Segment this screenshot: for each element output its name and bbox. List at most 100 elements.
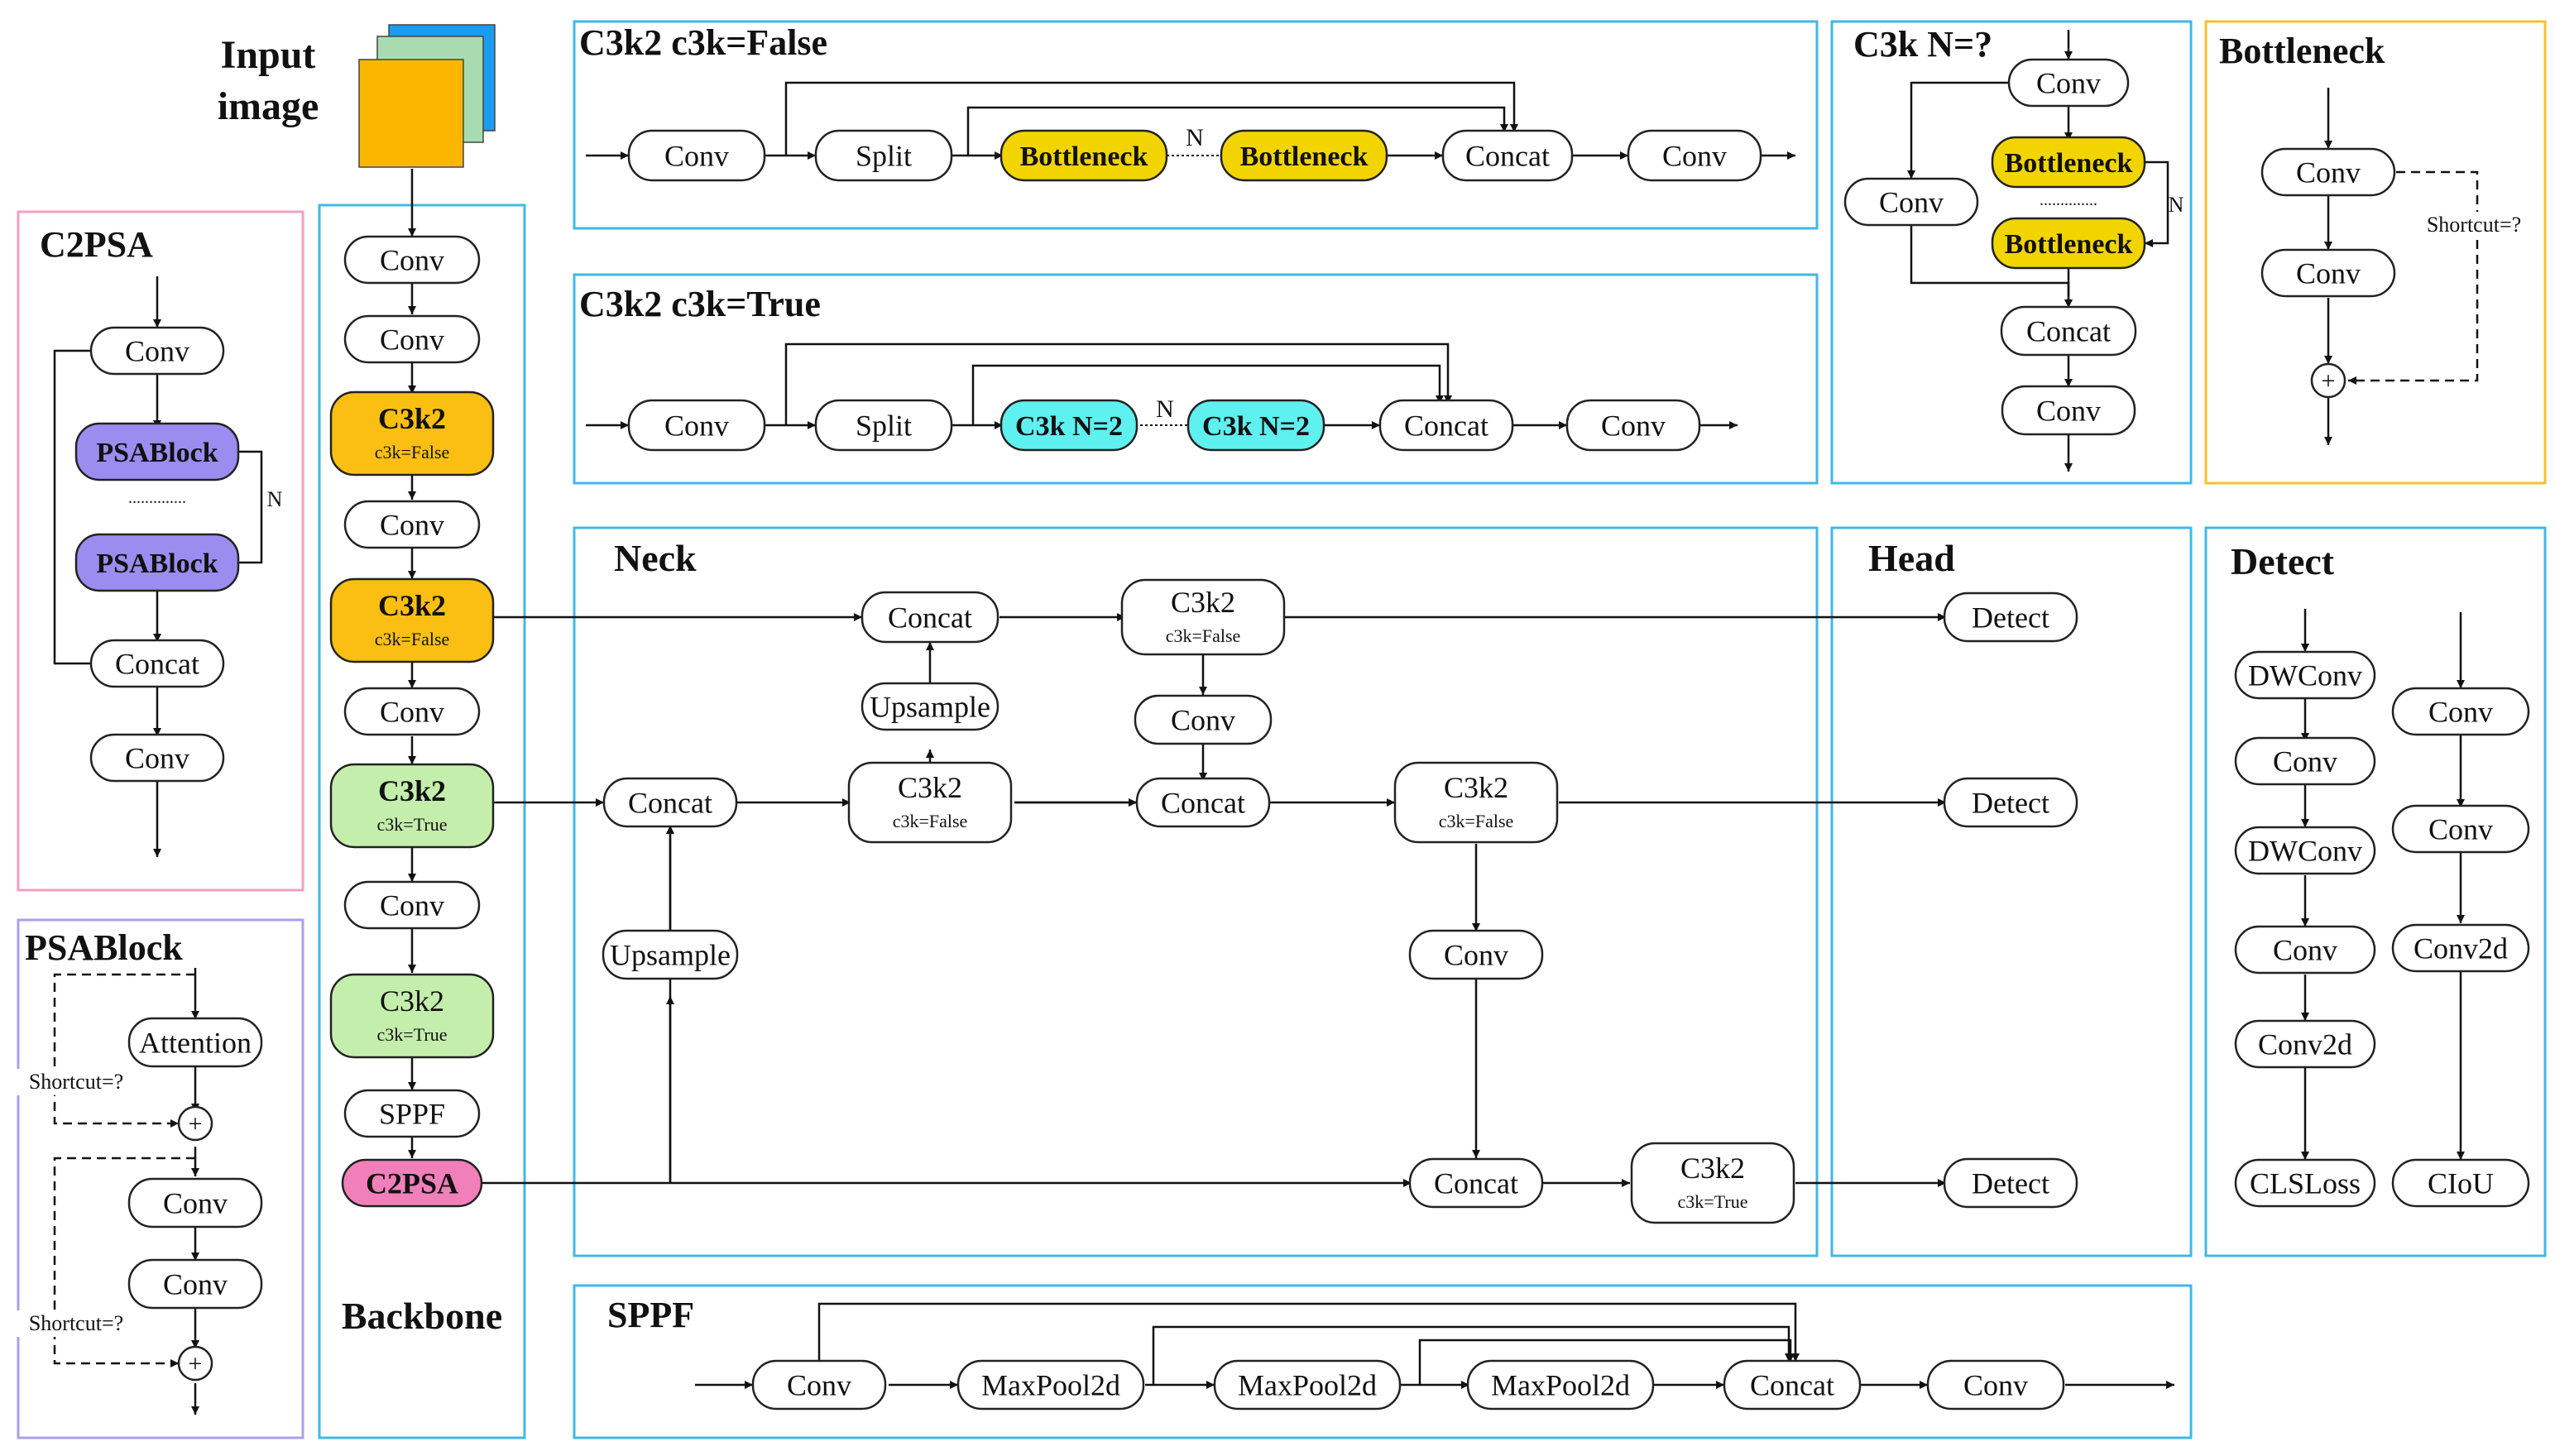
- neck-c3k2-4-shape: [1630, 1142, 1795, 1224]
- c3k2t-concat: Concat: [1378, 399, 1514, 452]
- neck-c3k2-1-sublabel: c3k=False: [1166, 625, 1241, 646]
- neck-concat-1-shape: [860, 591, 999, 644]
- c3k2t-c3k-2-label: C3k N=2: [1202, 411, 1310, 442]
- edge: [2145, 160, 2169, 247]
- c3k-conv-2-label: Conv: [2036, 395, 2101, 428]
- edge: [1907, 81, 2009, 179]
- c3k-conv-side-shape: [1843, 177, 1979, 227]
- neck-concat-1: Concat: [860, 591, 999, 644]
- c2psa-conv-1: Conv: [89, 326, 225, 376]
- neck-c3k2-1-shape: [1120, 578, 1286, 656]
- panel-backbone: [318, 204, 526, 1439]
- backbone-c3k2-1-shape: [329, 390, 495, 477]
- annot-n-c2psa: N: [267, 487, 283, 511]
- c3k2f-bottleneck-2: Bottleneck: [1220, 129, 1388, 182]
- c3k2t-c3k-1-shape: [999, 399, 1138, 452]
- title-psablock: PSABlock: [25, 927, 183, 968]
- backbone-c3k2-4-sublabel: c3k=True: [377, 1024, 448, 1045]
- neck-conv-1-label: Conv: [1171, 704, 1235, 737]
- c3k2t-concat-label: Concat: [1404, 410, 1488, 443]
- bottleneck-add: +: [2310, 362, 2346, 399]
- neck-conv-1: Conv: [1134, 694, 1273, 745]
- annot-shortcut-bottleneck: Shortcut=?: [2427, 213, 2521, 237]
- c3k2t-c3k-1-label: C3k N=2: [1015, 411, 1123, 442]
- c3k-bottleneck-1-label: Bottleneck: [2005, 148, 2133, 179]
- annot-shortcut-psablock-2: Shortcut=?: [29, 1311, 123, 1335]
- sppf-conv-2-shape: [1926, 1359, 2065, 1410]
- sppf-maxpool-3: MaxPool2d: [1466, 1359, 1655, 1410]
- annot-dots-c3k: ..............: [2040, 191, 2097, 209]
- c2psa-psablock-1: PSABlock: [74, 422, 240, 481]
- psablock-conv-2-label: Conv: [163, 1268, 228, 1301]
- sppf-concat-shape: [1723, 1359, 1862, 1410]
- neck-concat-4: Concat: [1408, 1157, 1544, 1209]
- c3k2f-bottleneck-2-label: Bottleneck: [1240, 141, 1369, 172]
- c3k2f-concat: Concat: [1441, 129, 1574, 182]
- title-bottleneck: Bottleneck: [2219, 31, 2385, 71]
- neck-c3k2-3-sublabel: c3k=False: [1439, 811, 1514, 831]
- backbone-c3k2-3-shape: [329, 763, 495, 849]
- detect-dwconv-1-label: DWConv: [2248, 659, 2362, 692]
- backbone-conv-5: Conv: [343, 880, 481, 930]
- neck-upsample-2-label: Upsample: [610, 939, 731, 972]
- psablock-conv-2-shape: [127, 1258, 263, 1310]
- c3k2f-split: Split: [814, 129, 953, 182]
- annot-n-c3k2-true: N: [1156, 395, 1174, 423]
- detect-dwconv-2: DWConv: [2234, 826, 2376, 875]
- c3k-conv-1-shape: [2007, 58, 2130, 108]
- backbone-c3k2-4-label: C3k2: [380, 984, 444, 1018]
- panel-detect: [2204, 526, 2547, 1257]
- c3k2t-split: Split: [814, 399, 953, 452]
- backbone-conv-3-shape: [343, 500, 481, 549]
- backbone-conv-4-label: Conv: [380, 696, 444, 729]
- neck-conv-1-shape: [1134, 694, 1273, 745]
- backbone-conv-1: Conv: [343, 235, 481, 285]
- c3k2f-conv-2-label: Conv: [1662, 140, 1727, 173]
- c3k2f-concat-shape: [1441, 129, 1574, 182]
- c3k-conv-side-label: Conv: [1879, 186, 1944, 219]
- c3k2f-conv-1-shape: [627, 129, 766, 182]
- panel-c3k2-true: [573, 273, 1819, 485]
- c3k-conv-side: Conv: [1843, 177, 1979, 227]
- c2psa-psablock-1-label: PSABlock: [96, 438, 218, 468]
- c3k2f-conv-1: Conv: [627, 129, 766, 182]
- c3k2f-bottleneck-1: Bottleneck: [999, 129, 1168, 182]
- neck-concat-4-label: Concat: [1434, 1167, 1518, 1200]
- title-neck: Neck: [614, 537, 697, 579]
- backbone-conv-3-label: Conv: [380, 509, 444, 542]
- bottleneck-conv-1-label: Conv: [2296, 156, 2361, 189]
- c2psa-conv-1-shape: [89, 326, 225, 376]
- psablock-attention-shape: [127, 1017, 263, 1068]
- backbone-c3k2-4-shape: [329, 973, 495, 1059]
- backbone-c3k2-3-label: C3k2: [378, 774, 446, 807]
- c2psa-conv-1-label: Conv: [125, 335, 189, 368]
- bottleneck-conv-2-label: Conv: [2296, 257, 2361, 290]
- c2psa-conv-2-shape: [89, 733, 225, 783]
- detect-ciou: CIoU: [2391, 1158, 2530, 1208]
- psablock-add-2-sign: +: [189, 1350, 203, 1377]
- c3k-bottleneck-2: Bottleneck: [1991, 217, 2146, 270]
- edge: [2348, 170, 2479, 385]
- c3k-concat: Concat: [2000, 305, 2137, 357]
- c3k-conv-2-shape: [2001, 385, 2136, 436]
- input-image-front-layer: [358, 59, 464, 168]
- neck-c3k2-4-sublabel: c3k=True: [1678, 1191, 1748, 1212]
- edge: [53, 973, 195, 1128]
- c3k2t-c3k-1: C3k N=2: [999, 399, 1138, 452]
- c3k-conv-2: Conv: [2001, 385, 2136, 436]
- c2psa-conv-2: Conv: [89, 733, 225, 783]
- backbone-c2psa-label: C2PSA: [366, 1167, 458, 1200]
- title-head: Head: [1868, 537, 1955, 579]
- detect-conv-4-shape: [2391, 804, 2530, 854]
- title-input-line-2: image: [218, 84, 319, 128]
- title-detect: Detect: [2231, 540, 2335, 582]
- edge: [971, 364, 1444, 425]
- annot-shortcut-psablock-2-bg: [7, 1310, 146, 1337]
- panel-c2psa: [17, 210, 304, 892]
- edge: [1152, 1325, 1793, 1385]
- neck-c3k2-4-label: C3k2: [1680, 1152, 1745, 1185]
